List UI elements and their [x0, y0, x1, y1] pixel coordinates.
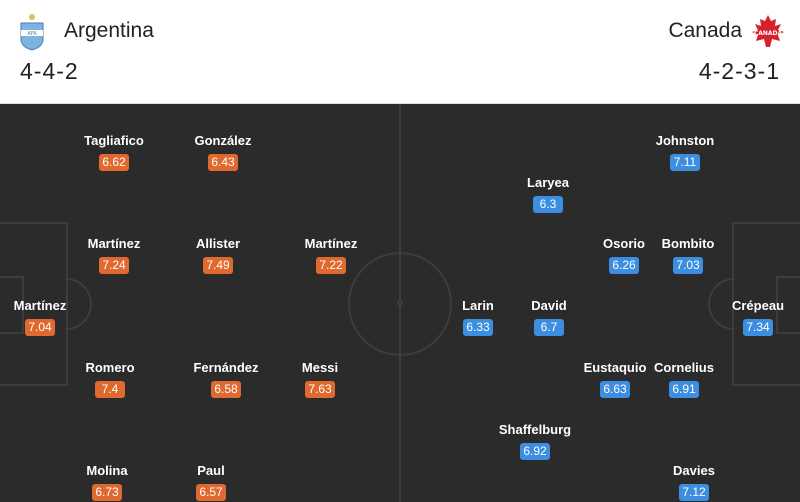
lineup-header: AFA Argentina 4-4-2 Canada CANADA 4-2-3-…	[0, 0, 800, 104]
player-rating: 6.91	[669, 381, 699, 398]
player-name: Martínez	[304, 236, 358, 251]
player-rating: 7.49	[203, 257, 233, 274]
home-player[interactable]: Messi 7.63	[275, 360, 365, 398]
player-rating: 7.63	[305, 381, 335, 398]
player-rating: 6.3	[533, 196, 563, 213]
player-name: Fernández	[193, 360, 259, 375]
home-player[interactable]: Paul 6.57	[166, 463, 256, 501]
player-name: Bombito	[661, 236, 715, 251]
home-player[interactable]: Allister 7.49	[173, 236, 263, 274]
player-rating: 7.24	[99, 257, 129, 274]
away-player[interactable]: Osorio 6.26	[579, 236, 669, 274]
away-player[interactable]: Crépeau 7.34	[713, 298, 800, 336]
player-name: Laryea	[527, 175, 569, 190]
canada-crest-icon: CANADA	[752, 15, 784, 47]
away-player[interactable]: Laryea 6.3	[503, 175, 593, 213]
player-name: Allister	[195, 236, 241, 251]
player-name: Larin	[462, 298, 494, 313]
player-rating: 7.11	[670, 154, 700, 171]
center-spot	[397, 300, 403, 306]
player-name: Martínez	[13, 298, 67, 313]
player-name: Molina	[86, 463, 128, 478]
player-name: González	[194, 133, 252, 148]
away-player[interactable]: Cornelius 6.91	[639, 360, 729, 398]
svg-text:AFA: AFA	[27, 31, 37, 37]
away-player[interactable]: Bombito 7.03	[643, 236, 733, 274]
player-name: Johnston	[655, 133, 715, 148]
player-rating: 6.73	[92, 484, 122, 501]
away-goal-area	[776, 276, 800, 334]
away-player[interactable]: Davies 7.12	[649, 463, 739, 501]
center-circle	[348, 252, 452, 356]
player-name: Shaffelburg	[498, 422, 572, 437]
home-player[interactable]: Martínez 7.22	[286, 236, 376, 274]
player-name: Eustaquio	[583, 360, 647, 375]
home-player[interactable]: Martínez 7.24	[69, 236, 159, 274]
player-rating: 6.62	[99, 154, 129, 171]
home-player[interactable]: González 6.43	[178, 133, 268, 171]
player-rating: 7.12	[679, 484, 709, 501]
player-rating: 7.03	[673, 257, 703, 274]
player-rating: 6.57	[196, 484, 226, 501]
player-rating: 6.33	[463, 319, 493, 336]
player-rating: 7.22	[316, 257, 346, 274]
player-rating: 7.34	[743, 319, 773, 336]
away-player[interactable]: Johnston 7.11	[640, 133, 730, 171]
player-name: Martínez	[87, 236, 141, 251]
away-player[interactable]: Larin 6.33	[433, 298, 523, 336]
home-player[interactable]: Romero 7.4	[65, 360, 155, 398]
player-rating: 6.92	[520, 443, 550, 460]
away-player[interactable]: Shaffelburg 6.92	[490, 422, 580, 460]
player-rating: 7.04	[25, 319, 55, 336]
player-name: Tagliafico	[84, 133, 144, 148]
player-rating: 6.58	[211, 381, 241, 398]
player-name: Cornelius	[654, 360, 714, 375]
home-formation: 4-4-2	[20, 58, 79, 84]
player-name: Osorio	[603, 236, 645, 251]
away-player[interactable]: David 6.7	[504, 298, 594, 336]
player-rating: 7.4	[95, 381, 125, 398]
home-player[interactable]: Fernández 6.58	[181, 360, 271, 398]
player-rating: 6.63	[600, 381, 630, 398]
argentina-crest-icon: AFA	[20, 14, 44, 51]
player-name: David	[531, 298, 567, 313]
player-rating: 6.7	[534, 319, 564, 336]
player-name: Davies	[673, 463, 715, 478]
player-name: Messi	[301, 360, 339, 375]
home-player[interactable]: Tagliafico 6.62	[69, 133, 159, 171]
home-player[interactable]: Molina 6.73	[62, 463, 152, 501]
home-goal-area	[0, 276, 24, 334]
pitch: Martínez 7.04 Tagliafico 6.62 González 6…	[0, 104, 800, 502]
home-player[interactable]: Martínez 7.04	[0, 298, 85, 336]
player-rating: 6.26	[609, 257, 639, 274]
away-player[interactable]: Eustaquio 6.63	[570, 360, 660, 398]
player-rating: 6.43	[208, 154, 238, 171]
player-name: Romero	[85, 360, 135, 375]
player-name: Paul	[197, 463, 225, 478]
home-team-name: Argentina	[64, 19, 154, 42]
canada-crest-text: CANADA	[754, 30, 783, 37]
away-formation: 4-2-3-1	[698, 58, 780, 84]
player-name: Crépeau	[731, 298, 785, 313]
away-team-name: Canada	[668, 19, 742, 42]
